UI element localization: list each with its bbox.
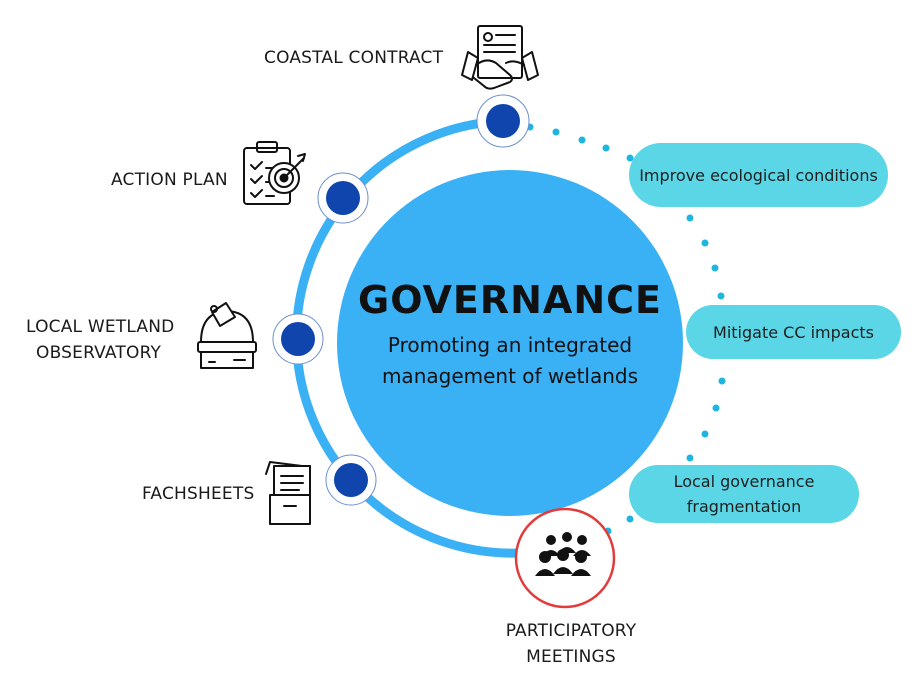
objective-mitigate-cc-impacts: Mitigate CC impacts [686,305,901,359]
objective-text: Improve ecological conditions [639,165,878,185]
step-label-action-plan: ACTION PLAN [111,170,228,190]
step-label-coastal-contract: COASTAL CONTRACT [264,48,444,68]
step-label-local-wetland-observatory: LOCAL WETLAND OBSERVATORY [26,314,174,366]
center-subtitle-line2: management of wetlands [381,364,639,388]
center-subtitle: Promoting an integrated management of we… [340,330,680,392]
objective-improve-ecological-conditions: Improve ecological conditions [629,143,888,207]
center-title: GOVERNANCE [358,278,662,322]
objective-text: Mitigate CC impacts [713,322,874,342]
step-label-line1: LOCAL WETLAND [26,317,175,337]
dotted-connector [526,123,726,535]
node-action-plan[interactable] [317,172,369,224]
step-label-line1: PARTICIPATORY [505,621,637,641]
handshake-contract-icon [461,25,539,90]
clipboard-target-icon [243,141,306,205]
step-label-line2: MEETINGS [526,647,616,667]
step-label-line2: OBSERVATORY [36,343,162,363]
objective-text-line1: Local governance [673,472,815,491]
node-fachsheets[interactable] [325,454,377,506]
document-folder-icon [265,461,311,525]
step-label-participatory-meetings: PARTICIPATORY MEETINGS [486,618,656,670]
people-group-icon [535,532,591,576]
observatory-icon [197,302,257,369]
objective-text-line2: fragmentation [686,497,802,516]
objective-local-governance-fragmentation: Local governance fragmentation [629,465,859,523]
node-coastal-contract[interactable] [476,94,530,148]
node-local-wetland-observatory[interactable] [272,313,324,365]
center-subtitle-line1: Promoting an integrated [387,333,633,357]
step-label-fachsheets: FACHSHEETS [142,484,255,504]
center-circle [337,170,683,516]
